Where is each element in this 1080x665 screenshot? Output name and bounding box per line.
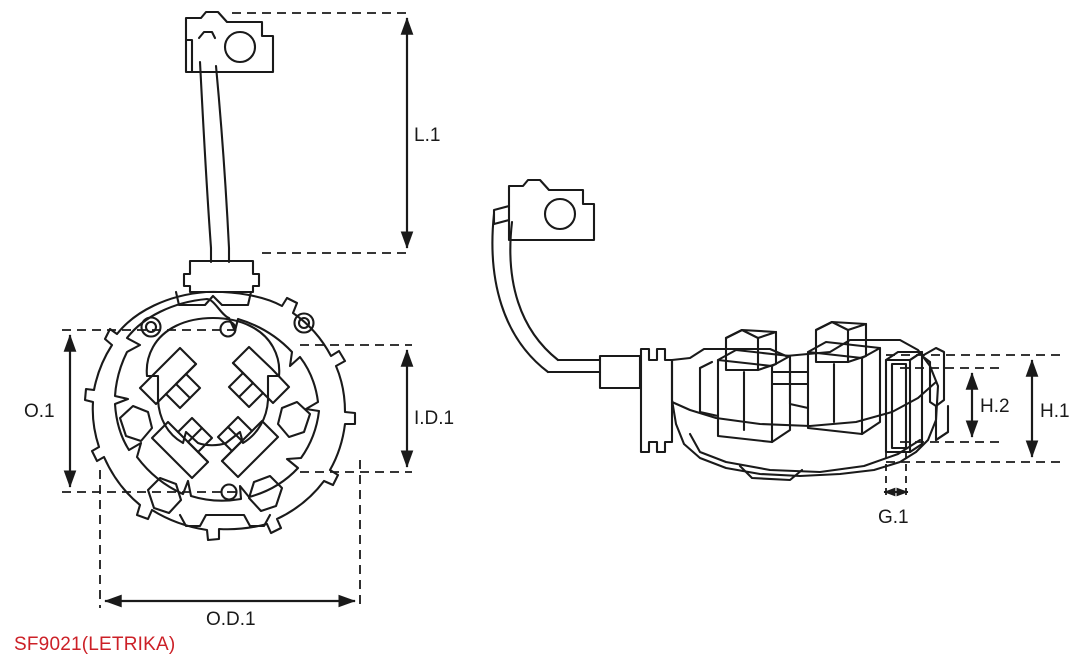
terminal-lug-iso (492, 178, 596, 242)
center-hole-bottom (220, 483, 238, 501)
brush-box-upper-left (138, 346, 202, 410)
connector-bar-iso (770, 370, 810, 386)
dimension-label-O1: O.1 (24, 401, 55, 422)
dimension-G1: G.1 (878, 440, 909, 528)
cable-connector-block-iso (598, 347, 674, 454)
cable-front (198, 60, 231, 264)
dimension-O1: O.1 (24, 329, 240, 493)
dimension-annotations: L.1 O.1 I.D.1 O.D.1 H.2 (24, 12, 1070, 630)
brush-box-iso-2 (788, 320, 882, 436)
dimension-label-OD1: O.D.1 (206, 609, 256, 630)
dimension-label-G1: G.1 (878, 507, 909, 528)
brush-box-lower-left (150, 416, 214, 480)
dimension-label-H2: H.2 (980, 396, 1010, 417)
dimension-L1: L.1 (232, 12, 440, 254)
mounting-boss-right (293, 312, 315, 334)
dimension-label-ID1: I.D.1 (414, 408, 454, 429)
front-view (83, 10, 357, 542)
brush-box-lower-right (216, 415, 280, 479)
cable-iso (491, 212, 602, 374)
part-number-label: SF9021(LETRIKA) (14, 634, 176, 655)
spring-tab-right (276, 400, 312, 439)
brush-box-upper-right (227, 345, 291, 409)
mounting-boss-left (140, 316, 162, 338)
spring-tab-bottom-right (247, 474, 284, 513)
center-hole-top (219, 320, 237, 338)
holder-outer-rim-front (83, 290, 357, 542)
bottom-notch-front (178, 513, 272, 528)
isometric-view (491, 178, 950, 482)
cable-connector-block-front (182, 259, 261, 294)
dimension-label-H1: H.1 (1040, 401, 1070, 422)
dimension-H2: H.2 (900, 367, 1010, 443)
terminal-lug-front (184, 10, 275, 74)
dimension-OD1: O.D.1 (99, 460, 361, 630)
spring-tab-left (118, 404, 154, 443)
brush-block-iso (884, 350, 924, 454)
brush-box-iso-1 (698, 328, 792, 444)
dimension-H1: H.1 (886, 354, 1070, 463)
dimension-ID1: I.D.1 (300, 344, 454, 473)
dimension-label-L1: L.1 (414, 125, 440, 146)
base-skirt-iso (688, 432, 922, 482)
holder-inner-bore-front (145, 316, 281, 447)
spring-tab-bottom-left (146, 476, 183, 515)
holder-inner-plate-front (113, 290, 321, 502)
